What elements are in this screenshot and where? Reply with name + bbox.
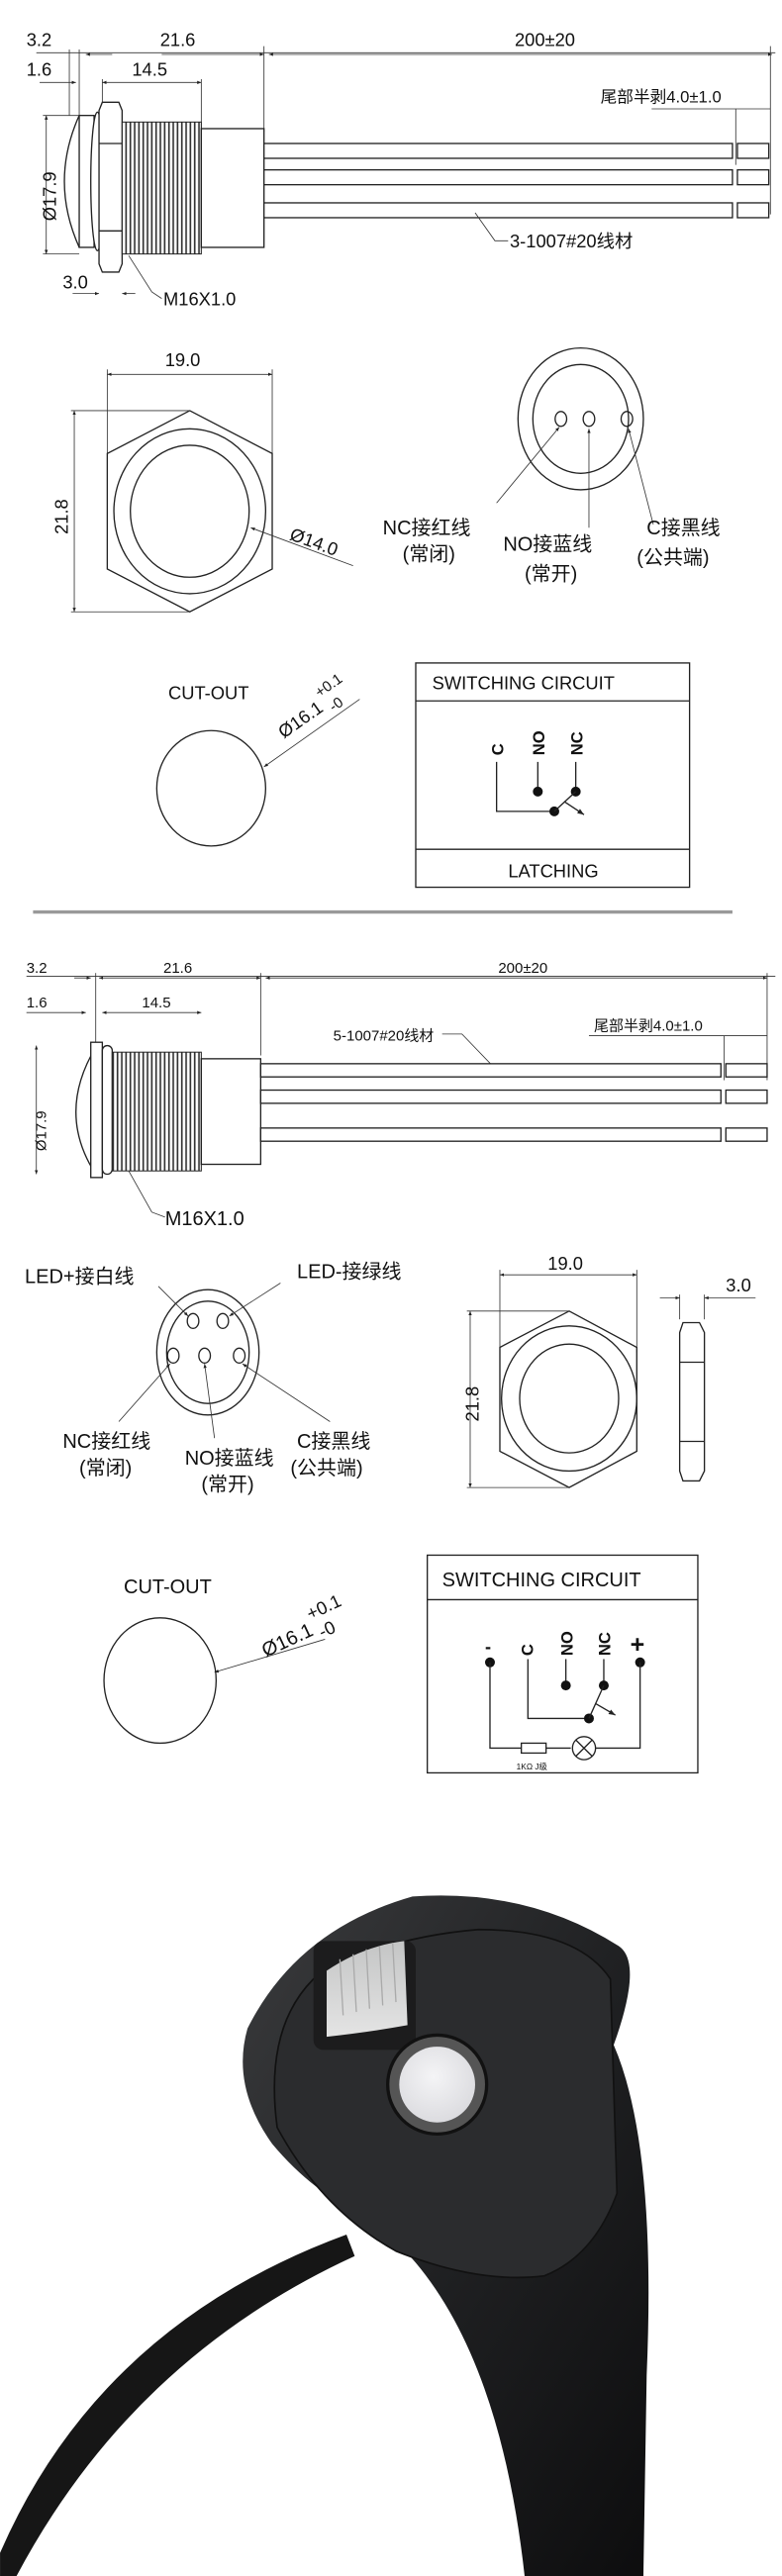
strip-note: 尾部半剥4.0±1.0 bbox=[601, 87, 722, 106]
dim-thread-label: 14.5 bbox=[132, 59, 167, 80]
dim-diameter-label: Ø17.9 bbox=[34, 1110, 50, 1151]
dim-body-label: 21.6 bbox=[160, 30, 196, 50]
circuit-title: SWITCHING CIRCUIT bbox=[433, 673, 615, 694]
resistor-label: 1KΩ J级 bbox=[517, 1762, 548, 1771]
dim-width-label: 19.0 bbox=[165, 349, 201, 370]
dim-lens-label: 1.6 bbox=[27, 995, 48, 1011]
c-wire-label: C接黑线 bbox=[297, 1430, 370, 1453]
cutout-tolerance-plus: +0.1 bbox=[312, 670, 345, 701]
pin-view-3-pin: NC接红线 (常闭) NO接蓝线 (常开) C接黑线 (公共端) bbox=[383, 346, 721, 586]
pin-no-label: NO bbox=[530, 730, 548, 755]
product-photo-joystick-handle bbox=[0, 1895, 649, 2576]
pin-no-label: NO bbox=[557, 1631, 576, 1656]
dim-height-label: 21.8 bbox=[461, 1386, 482, 1422]
cutout-diameter-label: Ø16.1 bbox=[258, 1619, 317, 1662]
dim-nut-label: 3.0 bbox=[726, 1275, 750, 1295]
dim-diameter-label: Ø17.9 bbox=[40, 171, 60, 221]
circuit-title: SWITCHING CIRCUIT bbox=[442, 1570, 641, 1591]
dim-flange-label: 3.2 bbox=[27, 960, 48, 977]
c-wire-label: C接黑线 bbox=[646, 517, 720, 539]
dim-lens-label: 1.6 bbox=[27, 59, 51, 80]
side-view-drawing-5-wire: 3.2 21.6 200±20 1.6 14.5 尾部半剥4.0±1.0 5-1… bbox=[26, 960, 776, 1230]
dim-flange-label: 3.2 bbox=[27, 30, 51, 50]
dim-body-label: 21.6 bbox=[163, 960, 192, 977]
no-wire-sublabel: (常开) bbox=[525, 563, 577, 586]
nc-wire-label: NC接红线 bbox=[383, 517, 471, 539]
pin-plus-label: + bbox=[631, 1631, 645, 1659]
cutout-tolerance-minus: -0 bbox=[326, 694, 346, 716]
wire-spec-label: 5-1007#20线材 bbox=[334, 1028, 435, 1045]
thread-spec-label: M16X1.0 bbox=[165, 1208, 244, 1230]
wire-spec-label: 3-1007#20线材 bbox=[510, 231, 633, 251]
cutout-title: CUT-OUT bbox=[168, 683, 248, 704]
dim-thread-label: 14.5 bbox=[142, 995, 170, 1011]
cutout-drawing-2: CUT-OUT Ø16.1 +0.1 -0 bbox=[103, 1576, 344, 1745]
circuit-footer: LATCHING bbox=[508, 861, 598, 882]
switching-circuit-latching: SWITCHING CIRCUIT LATCHING C NO NC bbox=[415, 662, 691, 889]
nc-wire-sublabel: (常闭) bbox=[79, 1457, 132, 1479]
wire-lines bbox=[259, 1063, 768, 1142]
c-wire-sublabel: (公共端) bbox=[290, 1457, 362, 1479]
pin-c-label: C bbox=[518, 1644, 537, 1656]
pin-nc-label: NC bbox=[596, 1632, 615, 1656]
dim-wire-length-label: 200±20 bbox=[498, 960, 547, 977]
strip-note: 尾部半剥4.0±1.0 bbox=[594, 1018, 703, 1035]
cutout-title: CUT-OUT bbox=[124, 1576, 212, 1598]
thread-spec-label: M16X1.0 bbox=[163, 288, 236, 309]
pin-view-5-pin: LED+接白线 LED-接绿线 NC接红线 (常闭) NO接蓝线 (常开) C接… bbox=[25, 1261, 401, 1496]
cutout-tolerance-minus: -0 bbox=[315, 1616, 339, 1642]
dim-height-label: 21.8 bbox=[50, 499, 71, 534]
side-view-drawing-3-wire: 3.2 21.6 200±20 1.6 14.5 尾部半剥4.0±1.0 Ø17… bbox=[27, 30, 776, 309]
cutout-drawing-1: CUT-OUT Ø16.1 +0.1 -0 bbox=[155, 670, 360, 847]
nc-wire-label: NC接红线 bbox=[62, 1430, 150, 1453]
pin-nc-label: NC bbox=[567, 731, 586, 755]
rocker-cap-icon bbox=[313, 1941, 416, 2051]
dim-wire-length-label: 200±20 bbox=[515, 30, 575, 50]
no-wire-label: NO接蓝线 bbox=[185, 1447, 274, 1470]
front-view-hex-drawing-2: 19.0 21.8 bbox=[461, 1253, 637, 1488]
nc-wire-sublabel: (常闭) bbox=[403, 543, 455, 566]
pin-c-label: C bbox=[488, 743, 507, 755]
no-wire-sublabel: (常开) bbox=[201, 1473, 253, 1495]
dim-inner-diameter-label: Ø14.0 bbox=[287, 524, 341, 560]
led-minus-label: LED-接绿线 bbox=[297, 1261, 401, 1284]
cutout-diameter-label: Ø16.1 bbox=[274, 697, 327, 742]
front-view-hex-drawing: 19.0 21.8 Ø14.0 bbox=[50, 349, 353, 614]
switching-circuit-led: SWITCHING CIRCUIT - C NO NC + 1KΩ J级 bbox=[426, 1554, 699, 1774]
dim-nut-label: 3.0 bbox=[62, 272, 87, 293]
led-plus-label: LED+接白线 bbox=[25, 1266, 135, 1288]
c-wire-sublabel: (公共端) bbox=[636, 546, 709, 569]
wire-lines bbox=[263, 143, 770, 219]
nut-side-view: 3.0 bbox=[659, 1275, 756, 1482]
dim-width-label: 19.0 bbox=[547, 1253, 583, 1274]
no-wire-label: NO接蓝线 bbox=[503, 533, 592, 556]
pin-minus-label: - bbox=[485, 1636, 491, 1657]
braided-cable bbox=[0, 2235, 355, 2576]
led-push-button-icon bbox=[386, 2033, 489, 2137]
